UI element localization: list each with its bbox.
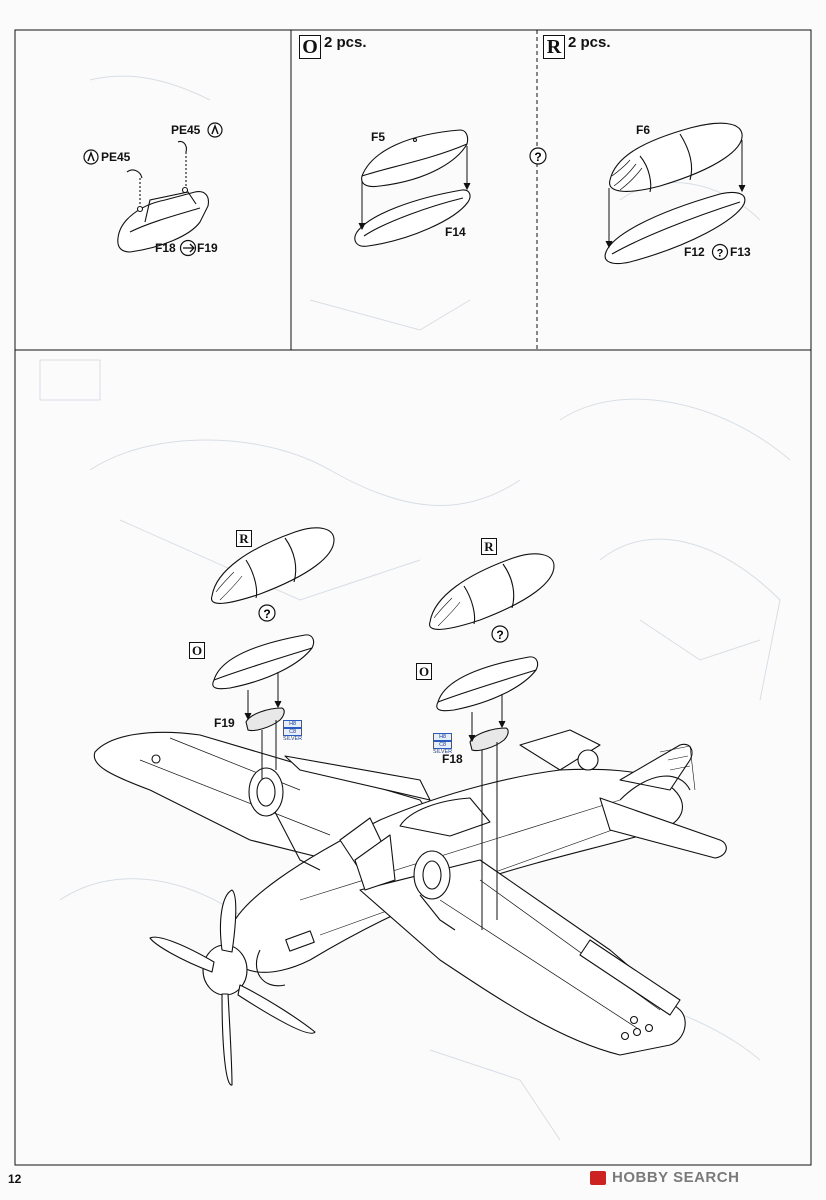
main-guide-lines — [244, 672, 506, 930]
label-f6: F6 — [636, 123, 651, 137]
watermark-logo-icon — [590, 1171, 606, 1185]
left-panel-part — [117, 140, 209, 253]
f5-part — [361, 129, 469, 188]
svg-text:?: ? — [534, 150, 541, 164]
label-f5: F5 — [371, 130, 386, 144]
optional-symbol-main-left: ? — [258, 604, 276, 622]
label-pe45-right: PE45 — [171, 123, 201, 137]
part-letter-r: R — [543, 35, 565, 59]
optional-symbol-main-right: ? — [491, 625, 509, 643]
label-f13: F13 — [730, 245, 751, 259]
paint-code-h: H8 — [283, 720, 303, 728]
label-f12: F12 — [684, 245, 705, 259]
main-r-right-part — [429, 553, 555, 630]
f5-f14-guide-lines — [358, 146, 471, 231]
f12-f13-part — [604, 191, 746, 265]
optional-symbol-f12-f13: ? — [711, 243, 729, 261]
watermark-text: HOBBY SEARCH — [612, 1169, 740, 1186]
callout-o-right: O — [416, 663, 432, 680]
paint-name: SILVER — [433, 749, 453, 755]
label-f18: F18 — [155, 241, 176, 255]
paint-code-c: C8 — [433, 741, 453, 749]
main-o-right-part — [436, 656, 539, 712]
paint-code-h: H8 — [433, 733, 453, 741]
svg-text:?: ? — [496, 628, 503, 642]
f14-part — [354, 189, 471, 247]
aircraft-drawing — [93, 729, 727, 1086]
main-f18-part — [469, 727, 509, 752]
pe45-symbol-right — [207, 122, 223, 138]
callout-r-right: R — [481, 538, 497, 555]
main-o-left-part — [212, 634, 315, 690]
drill-symbol-left-panel — [179, 239, 197, 257]
label-main-f19: F19 — [214, 716, 235, 730]
optional-symbol-top: ? — [529, 147, 547, 165]
main-f19-part — [245, 707, 285, 732]
count-r: 2 pcs. — [568, 34, 611, 51]
f6-f12-guide-lines — [605, 140, 746, 249]
label-f14: F14 — [445, 225, 466, 239]
callout-o-left: O — [189, 642, 205, 659]
page-number: 12 — [8, 1172, 22, 1186]
label-f19: F19 — [197, 241, 218, 255]
paint-callout-right: H8 C8 SILVER — [433, 733, 453, 755]
callout-r-left: R — [236, 530, 252, 547]
main-r-left-part — [211, 527, 335, 604]
part-letter-o: O — [299, 35, 321, 59]
svg-text:?: ? — [263, 607, 270, 621]
label-main-f18: F18 — [442, 752, 463, 766]
paint-code-c: C8 — [283, 728, 303, 736]
frame — [14, 29, 812, 1166]
paint-callout-left: H8 C8 SILVER — [283, 720, 303, 742]
paint-name: SILVER — [283, 736, 303, 742]
count-o: 2 pcs. — [324, 34, 367, 51]
label-pe45-left: PE45 — [101, 150, 131, 164]
f6-part — [609, 122, 743, 193]
svg-text:?: ? — [717, 248, 724, 260]
pe45-symbol-left — [83, 149, 99, 165]
